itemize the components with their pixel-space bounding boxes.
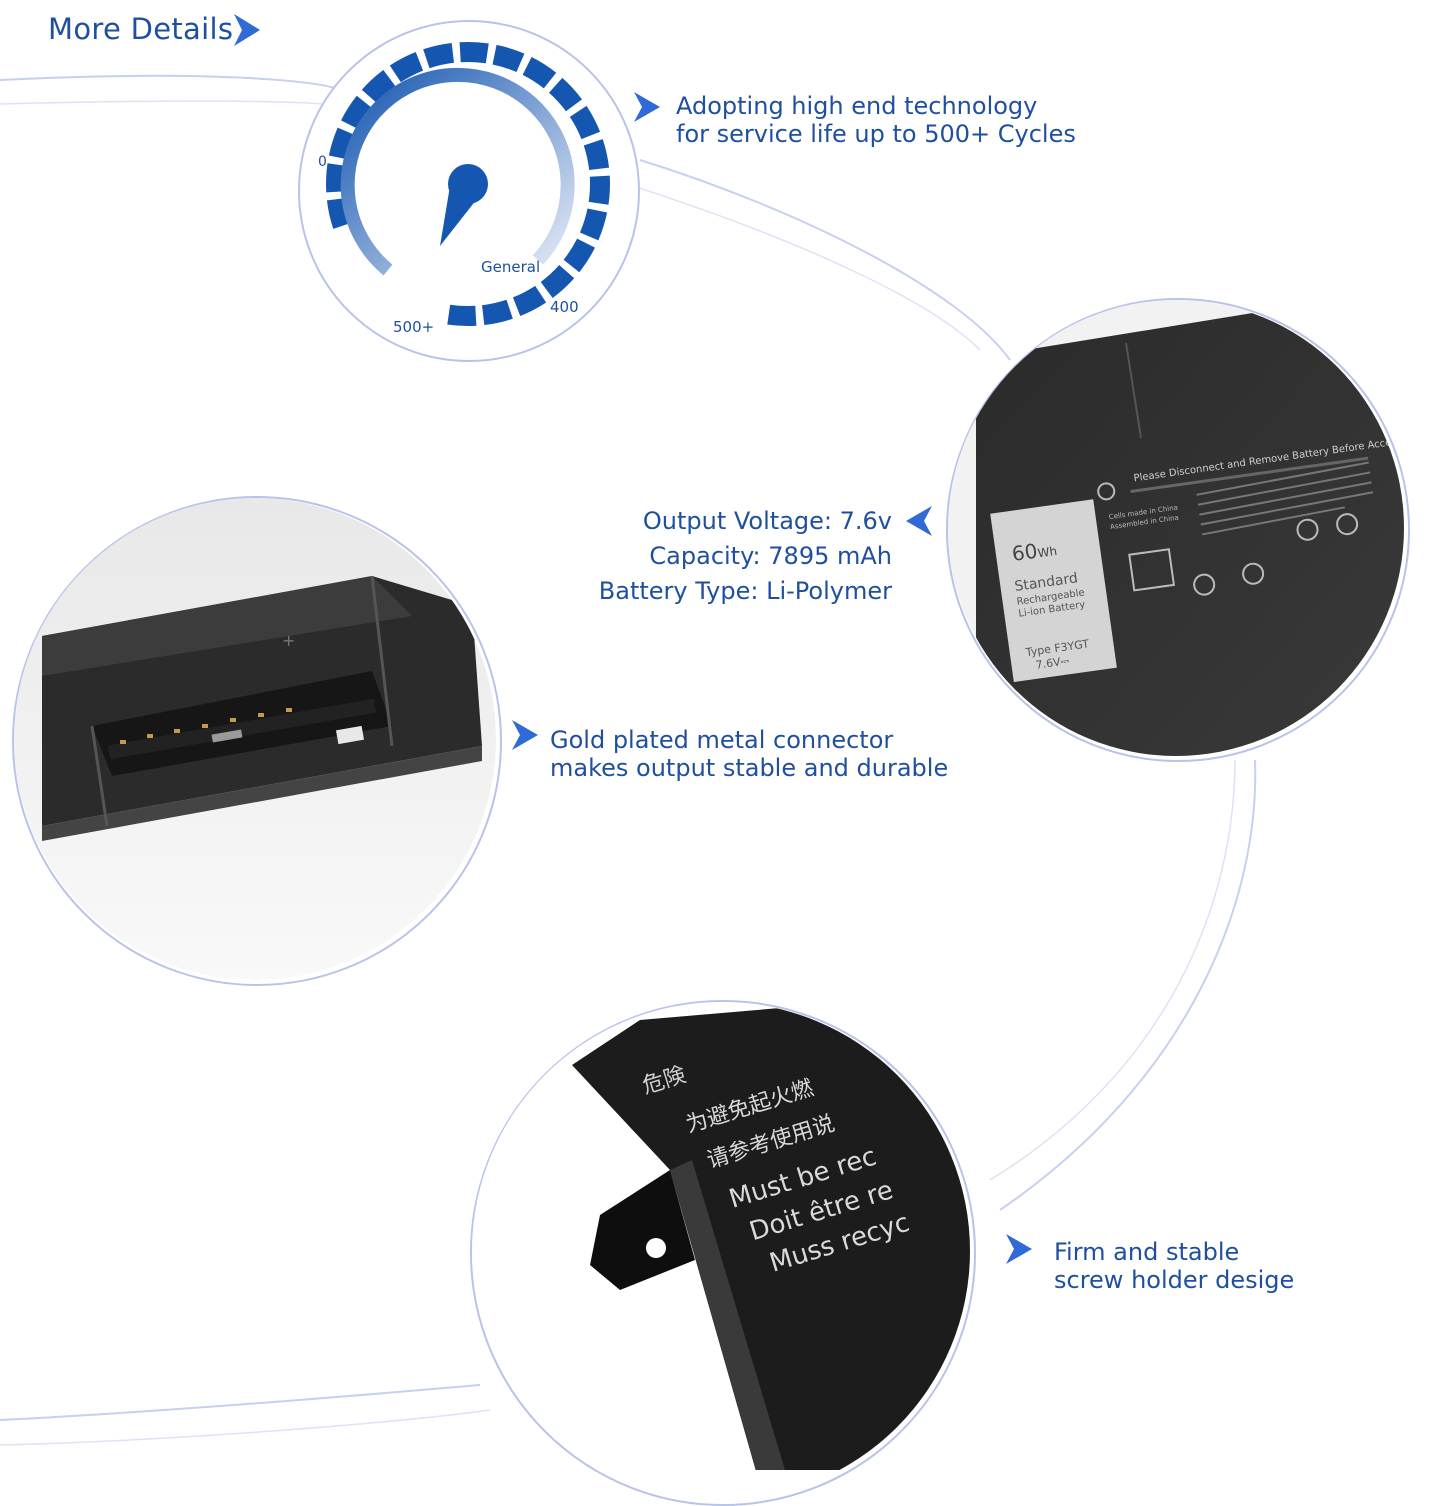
connector-caption: Gold plated metal connector makes output… [550, 726, 948, 782]
battery-text-lines [1196, 461, 1374, 536]
gauge-segment [492, 44, 525, 73]
gauge-segment [361, 69, 396, 104]
gauge-segment [583, 139, 610, 170]
gauge-segments [326, 41, 610, 326]
battery-voltage: 7.6V⎓ [1035, 654, 1070, 672]
battery-capacity-wh: 60Wh [1010, 536, 1058, 566]
holder-line-1: Firm and stable [1054, 1238, 1240, 1266]
connector-photo: + [14, 498, 496, 980]
more-details-heading: More Details [48, 12, 233, 46]
cycles-line-1: Adopting high end technology [676, 92, 1038, 120]
battery-specs: Output Voltage: 7.6v Capacity: 7895 mAh … [472, 504, 892, 609]
screw-hole-icon [646, 1238, 666, 1258]
gauge-label-400: 400 [550, 298, 579, 316]
capacity-value: 7895 mAh [768, 542, 892, 570]
cycles-line-2: for service life up to 500+ Cycles [676, 120, 1076, 148]
gauge-label-general: General [481, 258, 540, 276]
gauge-segment [341, 95, 373, 130]
type-label: Battery Type: [598, 577, 759, 605]
cycles-arrow-icon [634, 92, 660, 122]
connector-line-1: Gold plated metal connector [550, 726, 894, 754]
battery-cert-icons [1128, 513, 1359, 596]
gauge-segment [579, 208, 608, 241]
connector-line-2: makes output stable and durable [550, 754, 949, 782]
holder-line-2: screw holder desige [1054, 1266, 1295, 1294]
gold-pins [120, 708, 292, 744]
specs-arrow-icon [906, 506, 932, 536]
gauge-segment [389, 51, 424, 83]
gauge-segment [569, 105, 601, 140]
connector-arrow-icon [512, 720, 538, 750]
gauge-label-max: 500+ [393, 318, 434, 336]
gauge-needle-icon [440, 164, 488, 246]
gauge-segment [548, 77, 583, 112]
capacity-row: Capacity: 7895 mAh [472, 539, 892, 574]
holder-arrow-icon [1006, 1234, 1032, 1264]
gauge-segment [563, 238, 595, 273]
caution-icon [1097, 482, 1116, 501]
voltage-row: Output Voltage: 7.6v [472, 504, 892, 539]
type-value: Li-Polymer [766, 577, 892, 605]
gauge-segment [522, 57, 557, 89]
voltage-label: Output Voltage: [642, 507, 832, 535]
heading-arrow-icon [234, 14, 260, 46]
holder-caption: Firm and stable screw holder desige [1054, 1238, 1294, 1294]
gauge-graphic: 0 General 400 500+ [318, 41, 610, 336]
plus-icon: + [282, 631, 295, 650]
voltage-value: 7.6v [839, 507, 892, 535]
gauge-segment [588, 175, 610, 205]
screw-holder-photo: 危険 为避免起火燃 请参考使用说 Must be rec Doit être r… [472, 1002, 970, 1470]
gauge-label-min: 0 [318, 154, 327, 170]
gauge-segment [512, 285, 547, 317]
background-arcs [0, 74, 1257, 1446]
gauge-segment [482, 299, 513, 326]
gauge-segment [540, 264, 575, 299]
battery-label-photo: Please Disconnect and Remove Battery Bef… [948, 300, 1404, 756]
heading-text: More Details [48, 12, 234, 46]
capacity-label: Capacity: [649, 542, 761, 570]
cycles-caption: Adopting high end technology for service… [676, 92, 1076, 148]
type-row: Battery Type: Li-Polymer [472, 574, 892, 609]
gauge-segment [423, 42, 454, 69]
gauge-segment [447, 304, 477, 326]
gauge-segment [459, 41, 489, 64]
